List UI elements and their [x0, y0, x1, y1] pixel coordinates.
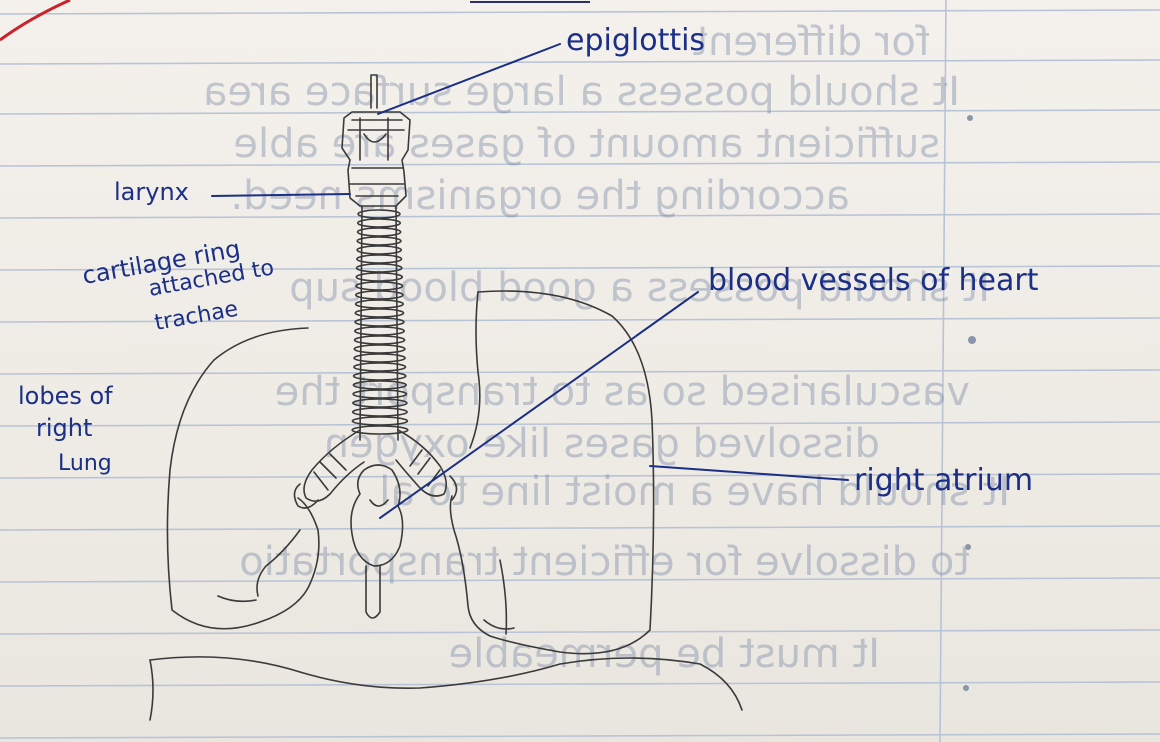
bleed-line: for different	[692, 19, 930, 65]
label-lobes-of: lobes of	[18, 382, 113, 410]
cartilage-ring	[357, 255, 402, 263]
label-larynx: larynx	[114, 178, 189, 206]
diaphragm-drawing	[150, 660, 153, 720]
cartilage-ring	[358, 219, 401, 227]
cartilage-ring	[357, 246, 401, 254]
bleed-line: according the organisms need.	[230, 173, 850, 219]
cartilage-ring	[357, 237, 401, 245]
bleed-line: It should possess a large surface area	[203, 69, 960, 115]
bleed-line: sufficient amount of gases are able	[233, 121, 940, 167]
bleed-line: It must be permeable	[449, 631, 880, 677]
label-right: right	[36, 414, 92, 442]
label-trachae: trachae	[153, 297, 240, 336]
bleed-line: to dissolve for efficient transportatio	[239, 539, 970, 585]
label-right-atrium: right atrium	[854, 463, 1033, 498]
label-lung: Lung	[58, 451, 112, 476]
bleed-through-text: for different It should possess a large …	[203, 19, 1010, 677]
cartilage-ring	[358, 228, 401, 236]
label-epiglottis: epiglottis	[566, 23, 705, 58]
label-blood-vessels: blood vessels of heart	[708, 263, 1039, 298]
bleed-line: dissolved gases like oxygen	[324, 421, 880, 467]
red-margin-mark	[0, 0, 70, 40]
